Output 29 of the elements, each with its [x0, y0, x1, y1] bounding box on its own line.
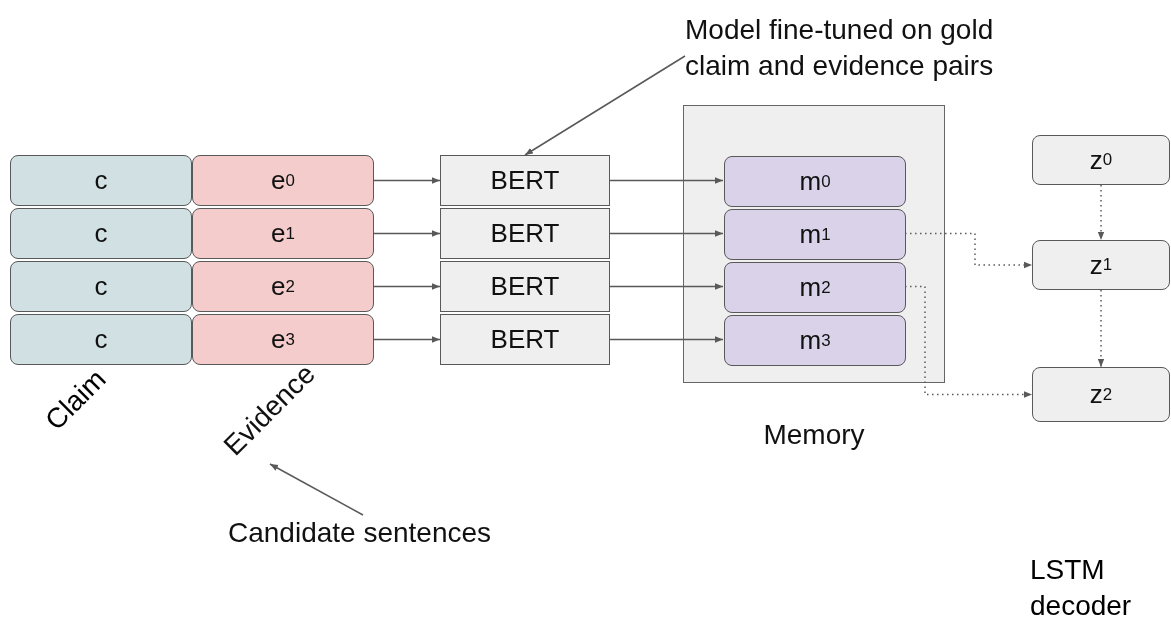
leader-arrow — [524, 55, 686, 156]
encoder-box: BERT — [440, 208, 610, 259]
caption-text: LSTM decoder — [1030, 553, 1133, 624]
leader-arrow — [269, 463, 364, 516]
encoder-box: BERT — [440, 314, 610, 365]
arrow — [609, 177, 724, 184]
dotted-arrow — [1097, 184, 1105, 241]
arrow — [373, 230, 441, 237]
arrow — [609, 336, 724, 343]
claim-box: c — [10, 314, 192, 365]
encoder-box: BERT — [440, 155, 610, 206]
decoder-state-box: z$^{2}$ — [1032, 367, 1170, 422]
panel-title: Memory — [762, 419, 866, 451]
dotted-arrow — [904, 232, 1033, 269]
claim-box: c — [10, 208, 192, 259]
arrow — [373, 283, 441, 290]
dotted-arrow — [1097, 289, 1105, 368]
claim-box: c — [10, 261, 192, 312]
arrow — [373, 177, 441, 184]
annotation-text: Model fine-tuned on gold claim and evidence pairs — [685, 12, 1015, 92]
claim-box: c — [10, 155, 192, 206]
annotation-text: Candidate sentences — [228, 515, 498, 555]
decoder-state-box: z$^{1}$ — [1032, 240, 1170, 290]
encoder-box: BERT — [440, 261, 610, 312]
arrow — [609, 283, 724, 290]
arrow — [609, 230, 724, 237]
decoder-state-box: z$^{0}$ — [1032, 135, 1170, 185]
arrow — [373, 336, 441, 343]
dotted-arrow — [904, 285, 1033, 398]
